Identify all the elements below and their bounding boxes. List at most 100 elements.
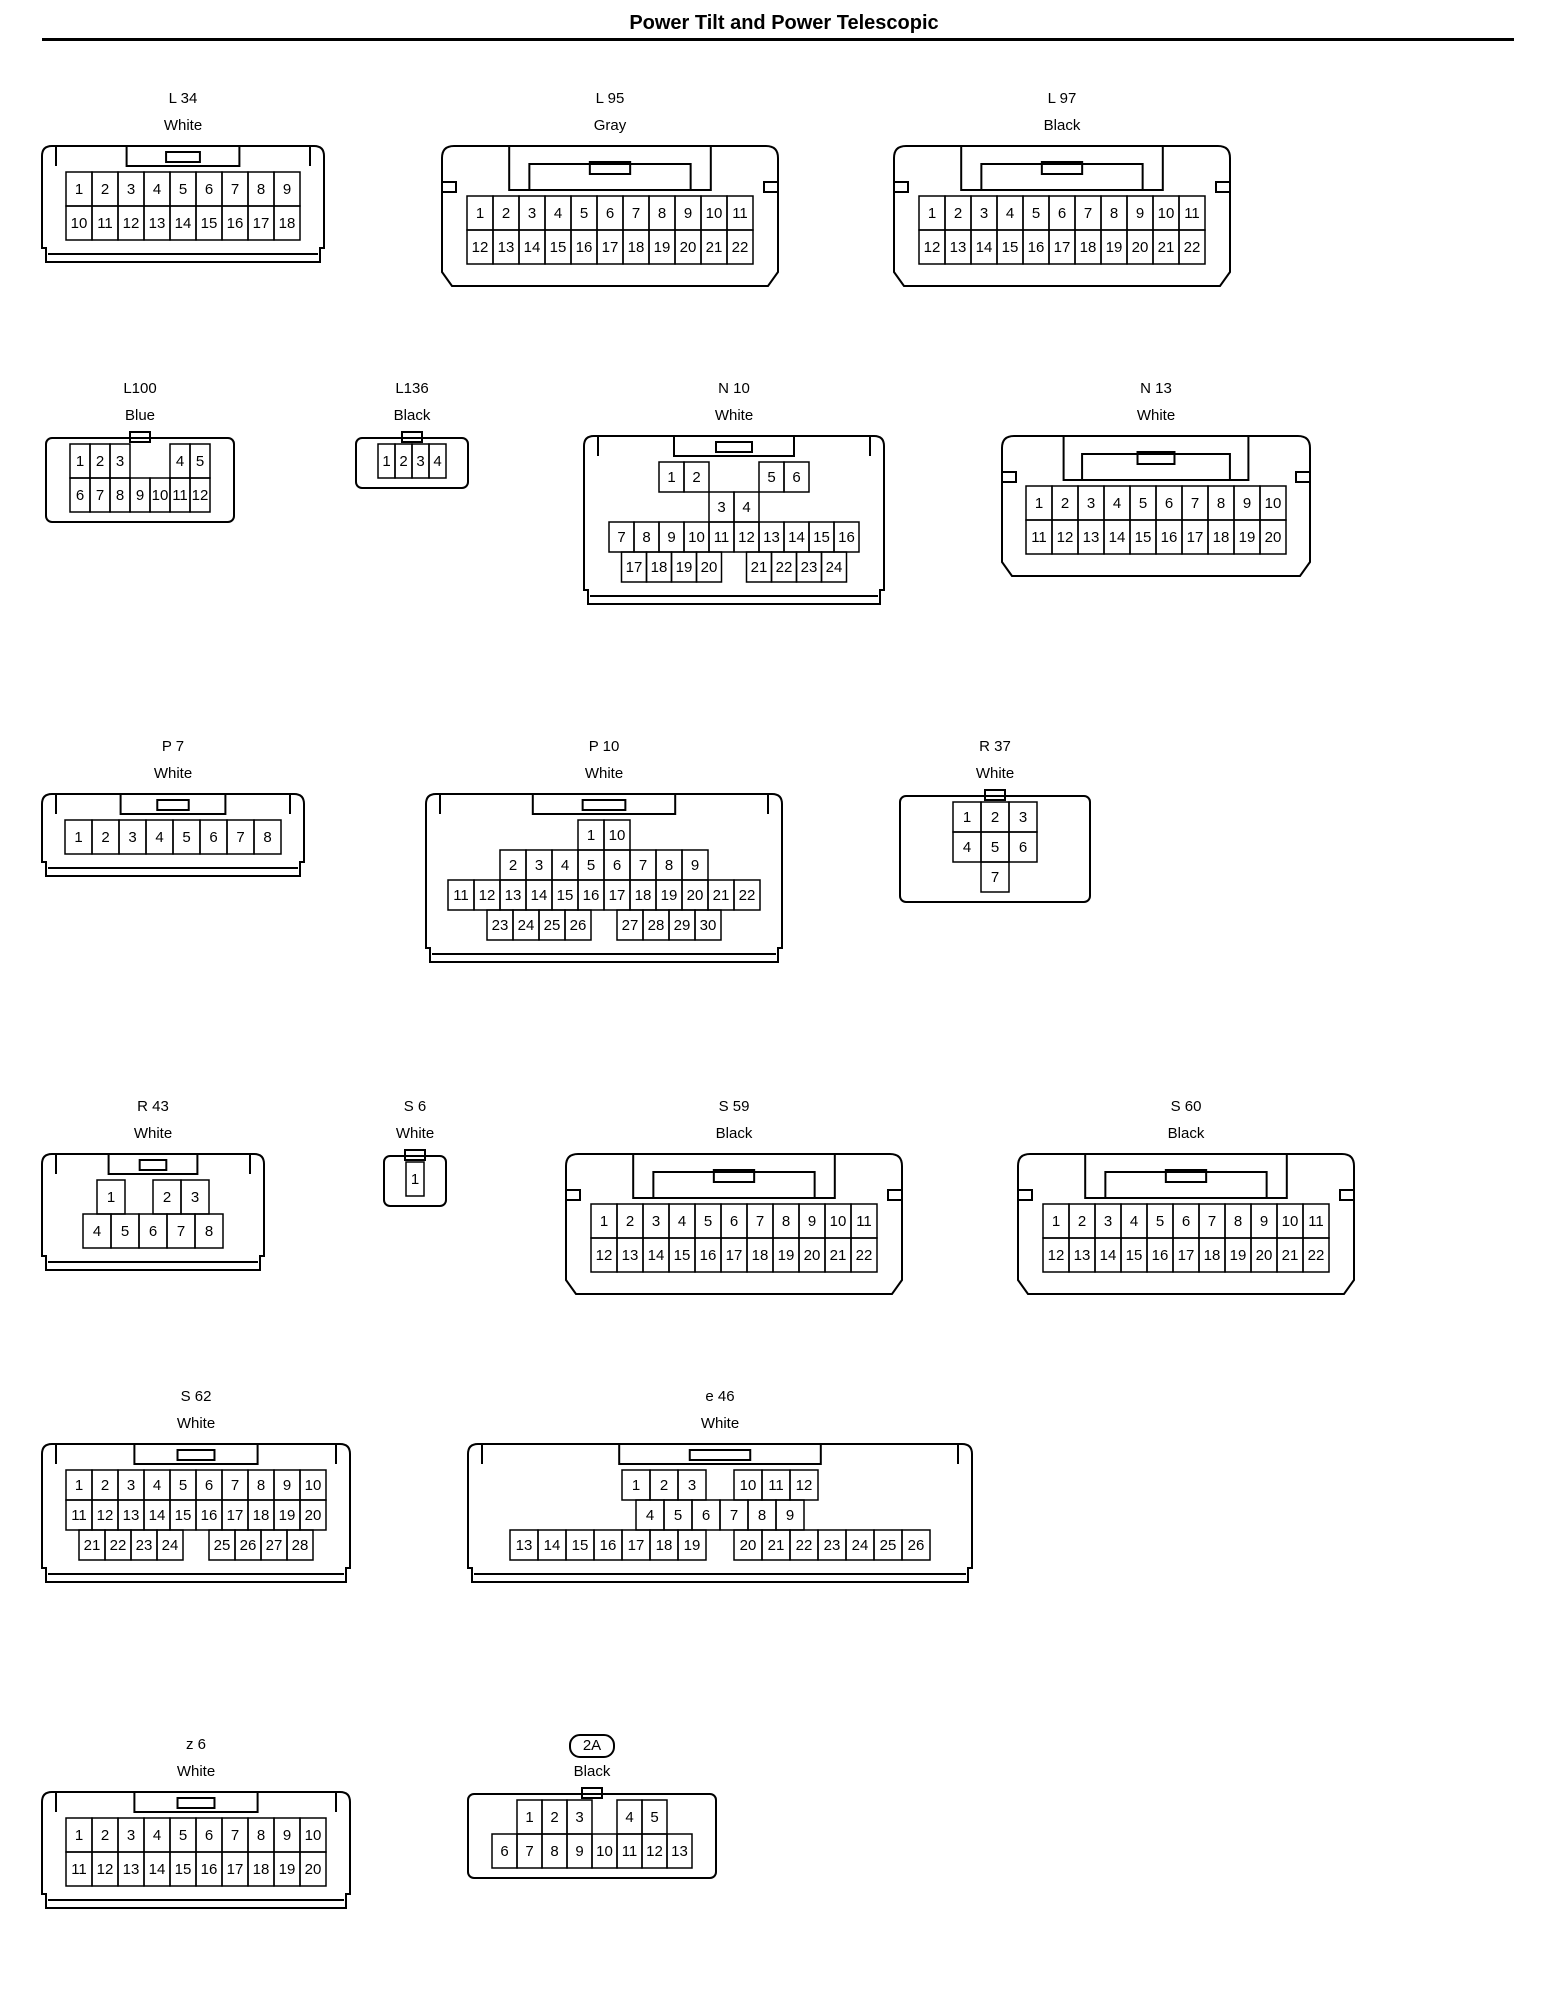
pin-cell: 14 xyxy=(518,229,546,265)
pin-number: 7 xyxy=(177,1223,185,1240)
pin-cell: 10 xyxy=(1276,1203,1304,1239)
pin-number: 2 xyxy=(96,453,104,470)
pin-number: 11 xyxy=(732,205,748,222)
housing-hood xyxy=(960,146,1164,191)
pin-number: 12 xyxy=(646,1843,663,1860)
pin-number: 12 xyxy=(97,1507,114,1524)
pin-number: 12 xyxy=(123,215,140,232)
pin-number: 2 xyxy=(399,453,407,470)
pin-cell: 13 xyxy=(492,229,520,265)
connector-code: S 60 xyxy=(1170,1098,1202,1115)
pin-number: 1 xyxy=(76,453,84,470)
pin-cell: 20 xyxy=(1259,519,1287,555)
pin-cell: 14 xyxy=(783,521,810,553)
pin-number: 10 xyxy=(152,487,169,504)
pin-cell: 6 xyxy=(138,1213,168,1249)
pin-cell: 7 xyxy=(1074,195,1102,231)
pin-frame xyxy=(194,1213,224,1249)
pin-number: 4 xyxy=(153,1477,161,1494)
pin-cell: 2 xyxy=(91,1469,119,1501)
pin-number: 3 xyxy=(127,1477,135,1494)
pin-cell: 17 xyxy=(221,1499,249,1531)
housing-outline xyxy=(1017,1153,1355,1295)
pin-cell: 11 xyxy=(1178,195,1206,231)
pin-number: 24 xyxy=(162,1537,179,1554)
pin-cell: 2 xyxy=(944,195,972,231)
pin-number: 18 xyxy=(1204,1247,1221,1264)
pin-number: 18 xyxy=(651,559,668,576)
pin-cell: 8 xyxy=(194,1213,224,1249)
pin-number: 5 xyxy=(650,1809,658,1826)
pin-number: 11 xyxy=(768,1477,784,1494)
pin-number: 12 xyxy=(192,487,209,504)
pin-number: 20 xyxy=(305,1861,322,1878)
pin-number: 13 xyxy=(123,1507,140,1524)
connector-color: Black xyxy=(715,1125,753,1142)
pin-number: 3 xyxy=(191,1189,199,1206)
housing-latch xyxy=(1164,1169,1208,1183)
pin-cell: 10 xyxy=(65,205,93,241)
pin-cell: 11 xyxy=(169,477,191,513)
housing-outline xyxy=(467,1443,973,1583)
pin-cell: 6 xyxy=(199,819,228,855)
housing-outline xyxy=(383,1155,447,1207)
pin-cell: 3 xyxy=(677,1469,707,1501)
pin-cell: 19 xyxy=(677,1529,707,1561)
pin-cell: 16 xyxy=(195,1851,223,1887)
pin-cell: 9 xyxy=(674,195,702,231)
pin-number: 1 xyxy=(411,1171,419,1188)
pin-number: 5 xyxy=(121,1223,129,1240)
pin-cell: 1 xyxy=(64,819,93,855)
pin-cell: 10 xyxy=(824,1203,852,1239)
pin-cell: 16 xyxy=(221,205,249,241)
pin-number: 1 xyxy=(75,1827,83,1844)
housing-outline xyxy=(441,145,779,287)
pin-number: 11 xyxy=(71,1861,87,1878)
pin-number: 14 xyxy=(1100,1247,1117,1264)
pin-cell: 13 xyxy=(666,1833,693,1869)
connector-code: L 34 xyxy=(168,90,198,107)
pin-cell: 2 xyxy=(1051,485,1079,521)
pin-cell: 10 xyxy=(149,477,171,513)
connector-color: Gray xyxy=(593,117,627,134)
housing-latch xyxy=(712,1169,756,1183)
pin-number: 19 xyxy=(1239,529,1256,546)
pin-cell: 8 xyxy=(655,849,683,881)
pin-frame xyxy=(733,879,761,911)
pin-cell: 5 xyxy=(663,1499,693,1531)
pin-cell: 5 xyxy=(110,1213,140,1249)
pin-number: 1 xyxy=(667,469,675,486)
pin-cell: 5 xyxy=(694,1203,722,1239)
pin-cell: 17 xyxy=(247,205,275,241)
pin-number: 13 xyxy=(622,1247,639,1264)
pin-cell: 10 xyxy=(683,521,710,553)
pin-cell: 7 xyxy=(166,1213,196,1249)
housing-side-notch xyxy=(1018,1189,1033,1201)
pin-number: 1 xyxy=(74,829,82,846)
pin-number: 1 xyxy=(632,1477,640,1494)
pin-cell: 9 xyxy=(1250,1203,1278,1239)
pin-number: 5 xyxy=(704,1213,712,1230)
pin-number: 2 xyxy=(991,809,999,826)
pin-cell: 12 xyxy=(590,1237,618,1273)
pin-number: 4 xyxy=(625,1809,633,1826)
pin-number: 2 xyxy=(101,181,109,198)
pin-cell: 9 xyxy=(273,1817,301,1853)
pin-cell: 17 xyxy=(1048,229,1076,265)
pin-number: 19 xyxy=(676,559,693,576)
pin-cell: 18 xyxy=(1074,229,1102,265)
pin-number: 6 xyxy=(613,857,621,874)
pin-number: 5 xyxy=(674,1507,682,1524)
pin-number: 12 xyxy=(97,1861,114,1878)
pin-number: 9 xyxy=(283,1827,291,1844)
pin-number: 9 xyxy=(283,181,291,198)
pin-number: 14 xyxy=(175,215,192,232)
pin-frame xyxy=(695,551,723,583)
pin-number: 3 xyxy=(128,829,136,846)
pin-cell: 12 xyxy=(918,229,946,265)
pin-number: 8 xyxy=(665,857,673,874)
